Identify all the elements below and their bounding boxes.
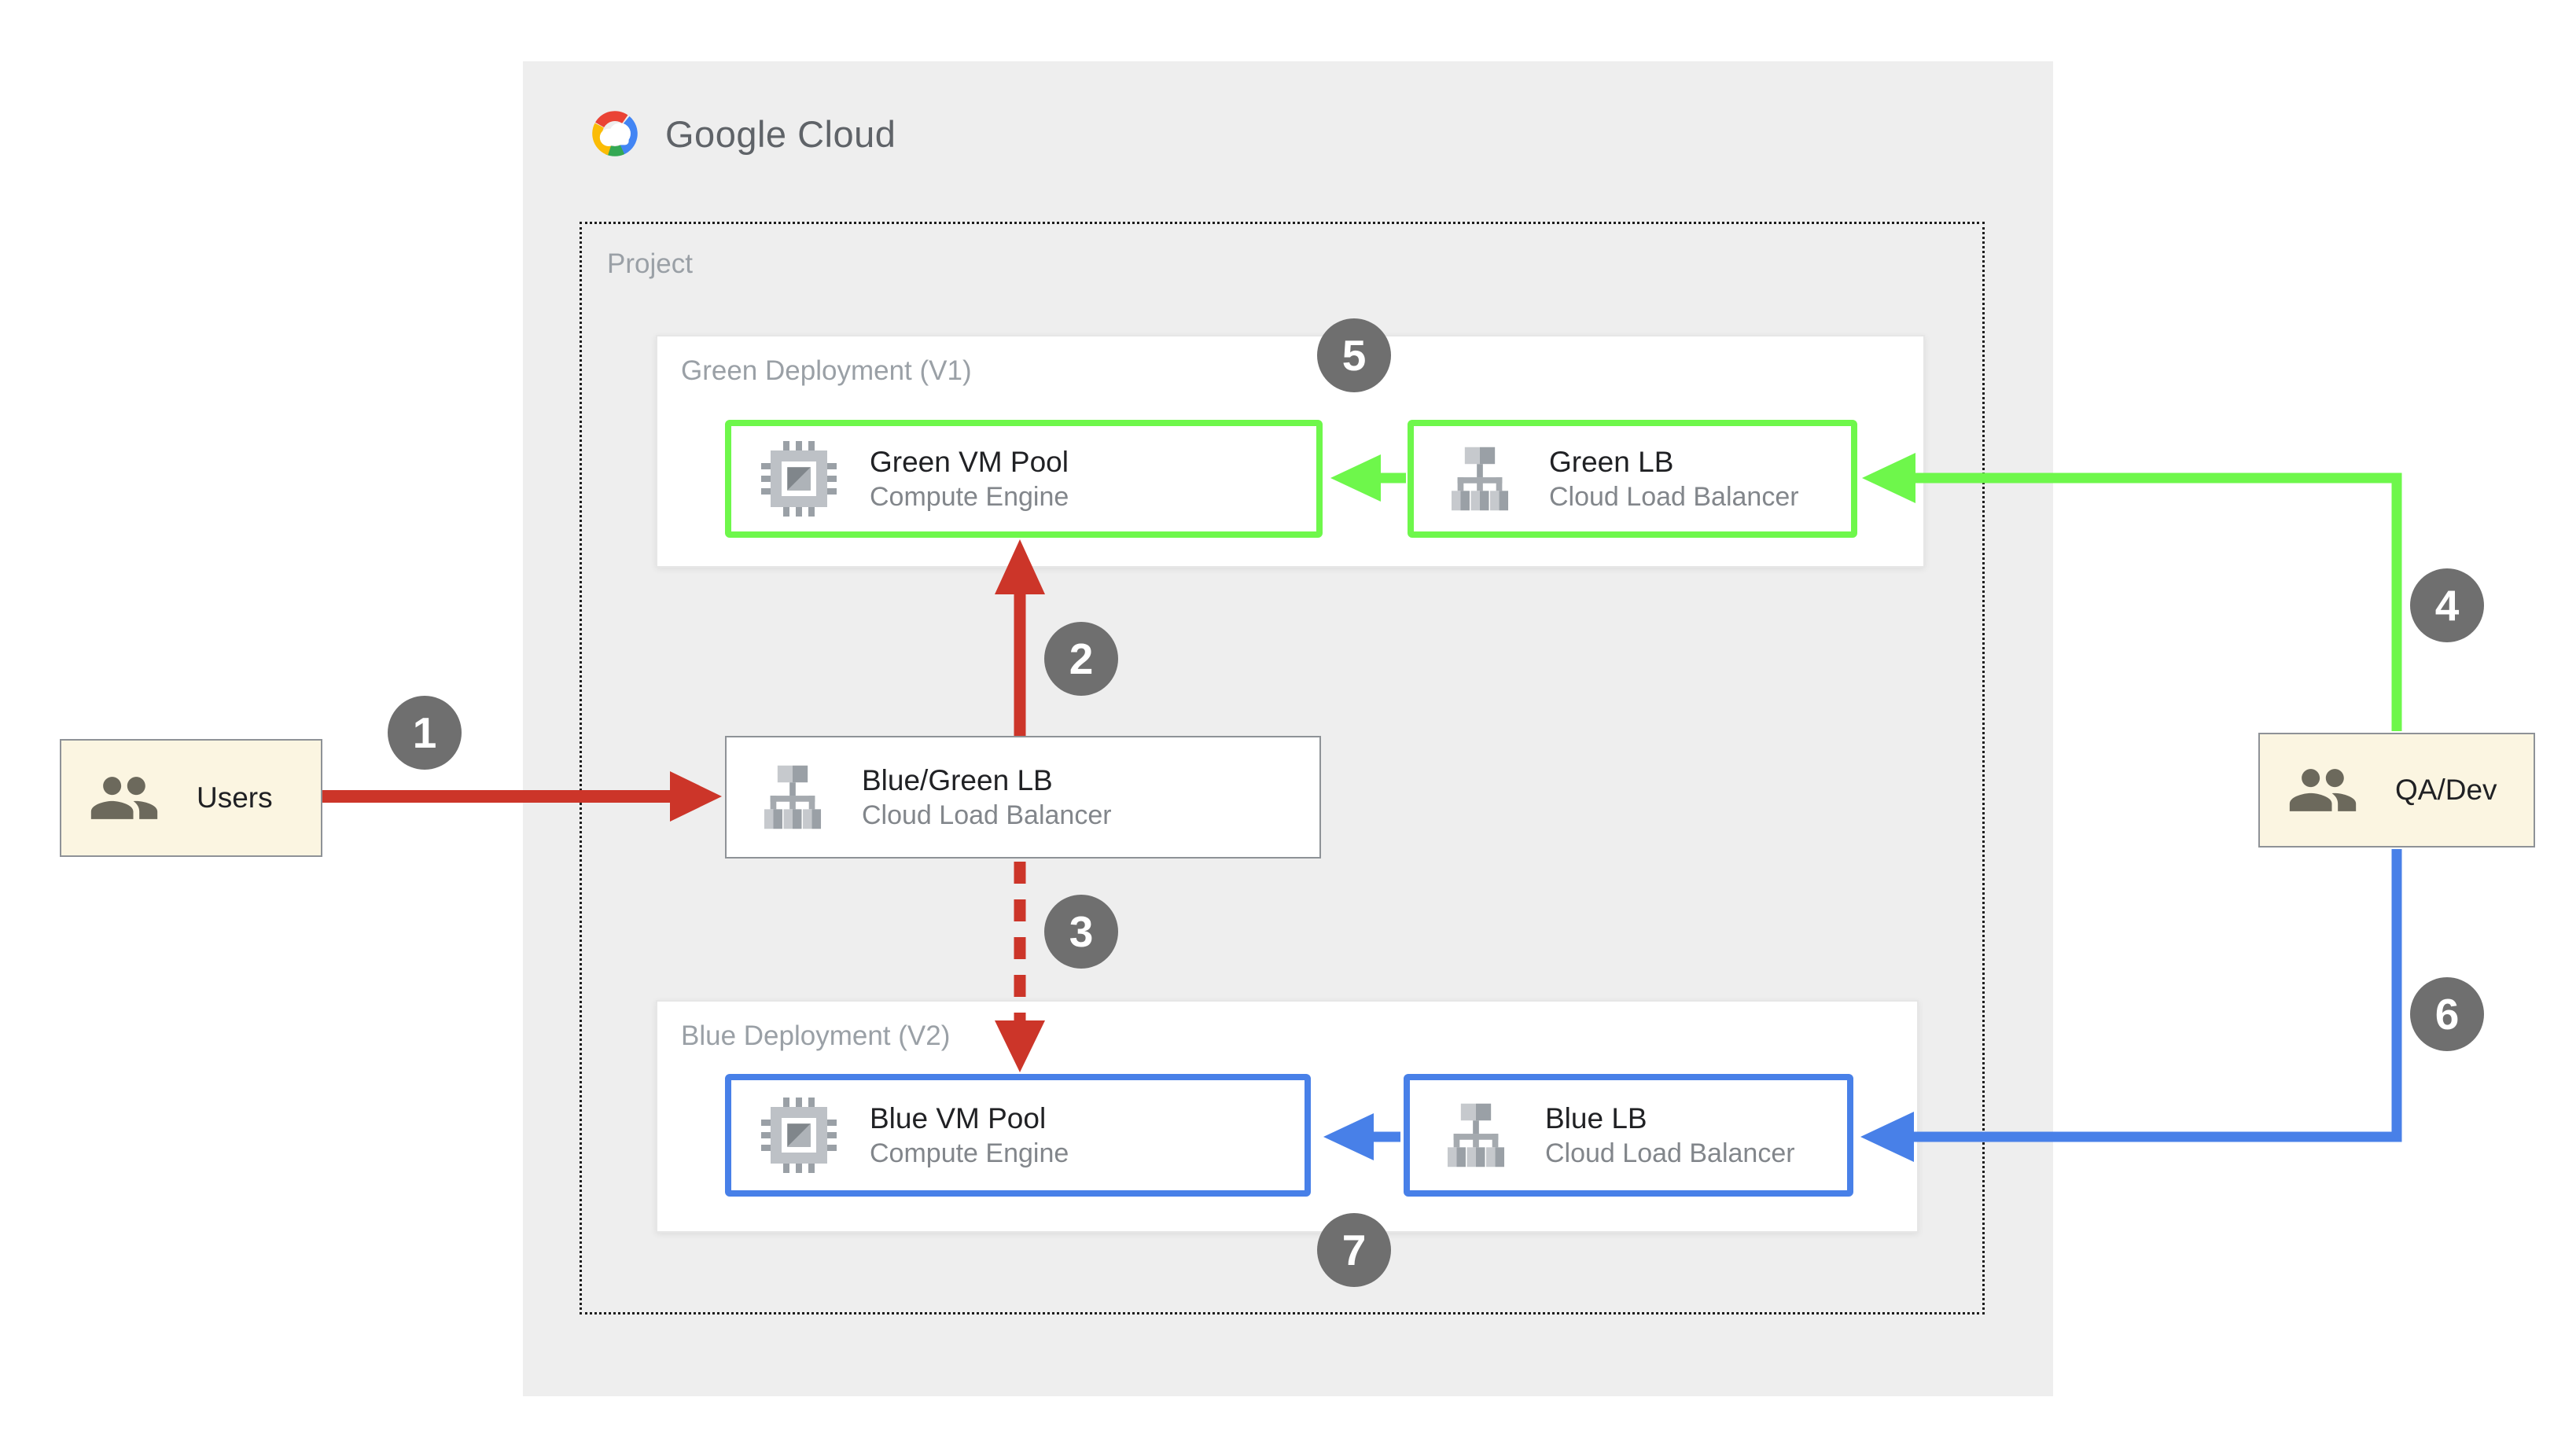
people-icon: [90, 777, 158, 819]
compute-engine-icon: [761, 441, 837, 517]
blue-lb-text: Blue LB Cloud Load Balancer: [1545, 1101, 1795, 1171]
step-badge-1: 1: [388, 696, 462, 770]
users-actor: Users: [60, 739, 322, 857]
google-cloud-logo: Google Cloud: [583, 108, 896, 159]
node-subtitle: Cloud Load Balancer: [1545, 1138, 1795, 1168]
step-badge-3: 3: [1044, 895, 1118, 969]
green-deployment-label: Green Deployment (V1): [681, 355, 972, 386]
qa-dev-actor: QA/Dev: [2258, 733, 2535, 848]
green-lb-text: Green LB Cloud Load Balancer: [1549, 444, 1799, 514]
node-subtitle: Cloud Load Balancer: [862, 800, 1112, 830]
blue-vm-pool-text: Blue VM Pool Compute Engine: [870, 1101, 1069, 1171]
node-title: Green VM Pool: [870, 445, 1069, 478]
load-balancer-icon: [1447, 1103, 1505, 1167]
node-title: Blue LB: [1545, 1101, 1647, 1134]
step-badge-6: 6: [2410, 977, 2484, 1051]
node-subtitle: Compute Engine: [870, 1138, 1069, 1168]
load-balancer-icon: [764, 765, 822, 829]
node-subtitle: Cloud Load Balancer: [1549, 481, 1799, 512]
load-balancer-icon: [1451, 447, 1509, 511]
blue-lb-node: Blue LB Cloud Load Balancer: [1404, 1074, 1853, 1197]
green-vm-pool-text: Green VM Pool Compute Engine: [870, 444, 1069, 514]
compute-engine-icon: [761, 1098, 837, 1173]
google-cloud-logo-icon: [592, 111, 638, 156]
blue-deployment-label: Blue Deployment (V2): [681, 1020, 951, 1051]
blue-vm-pool-node: Blue VM Pool Compute Engine: [725, 1074, 1311, 1197]
blue-green-lb-node: Blue/Green LB Cloud Load Balancer: [725, 736, 1321, 859]
node-title: Blue VM Pool: [870, 1101, 1047, 1134]
google-cloud-logo-text: Google Cloud: [665, 112, 896, 155]
green-vm-pool-node: Green VM Pool Compute Engine: [725, 420, 1323, 538]
blue-green-lb-text: Blue/Green LB Cloud Load Balancer: [862, 763, 1112, 833]
node-title: Blue/Green LB: [862, 763, 1053, 796]
step-badge-7: 7: [1317, 1213, 1391, 1287]
step-badge-4: 4: [2410, 568, 2484, 642]
qa-dev-label: QA/Dev: [2395, 774, 2497, 806]
step-badge-2: 2: [1044, 622, 1118, 696]
people-icon: [2289, 769, 2357, 811]
step-badge-5: 5: [1317, 318, 1391, 392]
project-label: Project: [607, 248, 693, 279]
green-lb-node: Green LB Cloud Load Balancer: [1408, 420, 1857, 538]
node-title: Green LB: [1549, 445, 1674, 478]
users-label: Users: [197, 781, 273, 814]
project-boundary: [580, 222, 1985, 1314]
node-subtitle: Compute Engine: [870, 481, 1069, 512]
